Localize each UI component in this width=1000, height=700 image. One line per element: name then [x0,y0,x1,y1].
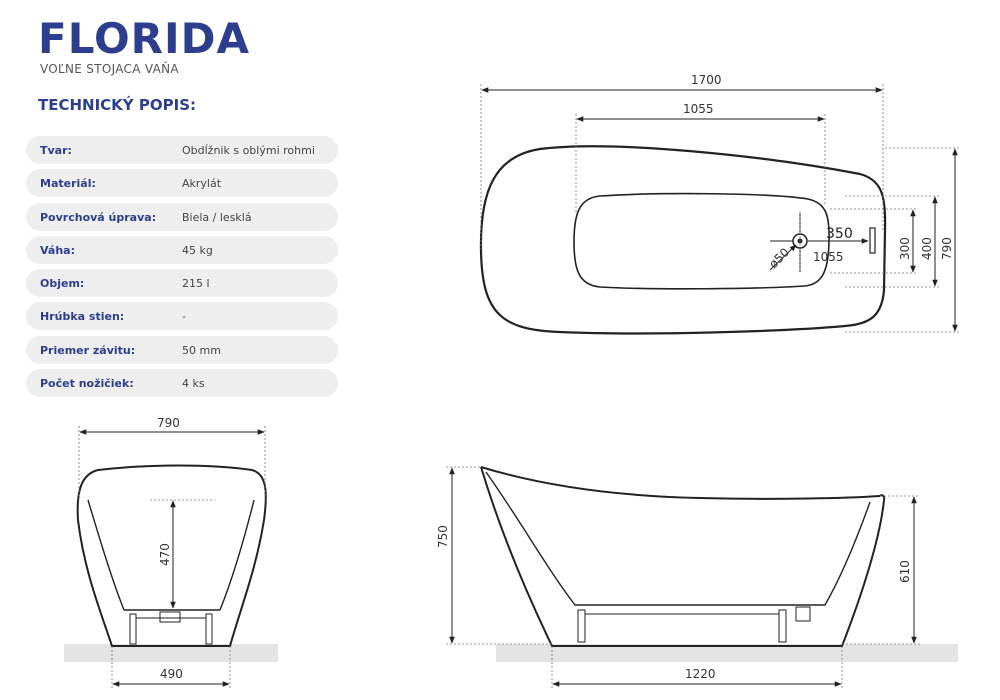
dim-top-inner-length: 1055 [683,102,714,116]
side-floor [496,644,958,662]
dim-mid-width: 400 [920,237,934,260]
spec-label: Váha: [40,243,75,257]
dim-top-total-length: 1700 [691,73,722,87]
dim-side-height: 750 [436,525,450,548]
spec-value: 215 l [182,277,210,291]
front-view: 790 470 490 [64,416,278,690]
front-floor [64,644,278,662]
spec-row-weight: Váha: 45 kg [26,235,338,264]
spec-label: Tvar: [40,144,72,157]
spec-label: Priemer závitu: [40,343,136,357]
spec-table: Tvar: Obdĺžnik s oblými rohmi Materiál: … [26,136,338,402]
dim-side-low-height: 610 [898,560,912,583]
top-view-outer-outline [479,145,887,335]
spec-value: 45 kg [182,243,213,257]
side-view: 750 610 1220 [436,466,958,690]
spec-value: Akrylát [182,177,222,191]
spec-label: Hrúbka stien: [40,310,125,324]
dim-drain-offset: 350 [826,226,853,242]
spec-row-thread: Priemer závitu: 50 mm [26,335,338,364]
dim-front-width: 790 [157,416,180,430]
spec-label: Počet nožičiek: [40,377,134,391]
dim-drain-inner: 1055 [813,250,844,264]
spec-row-volume: Objem: 215 l [26,269,338,298]
dim-side-base: 1220 [685,667,716,681]
spec-label: Objem: [40,277,85,291]
dim-front-depth: 470 [158,543,172,566]
spec-row-legs: Počet nožičiek: 4 ks [26,369,338,398]
top-view: 1700 1055 350 1055 ø50 300 400 790 [479,73,960,335]
top-view-inner-outline [573,192,830,290]
product-title: FLORIDA [38,14,250,63]
spec-value: Obdĺžnik s oblými rohmi [182,144,315,157]
dim-drain-diameter: ø50 [766,245,792,271]
dim-inner-width: 300 [898,237,912,260]
spec-value: 4 ks [182,377,205,391]
spec-value: 50 mm [182,343,221,357]
dim-total-width: 790 [940,237,954,260]
spec-value: Biela / lesklá [182,210,252,224]
spec-value: - [182,310,186,324]
spec-row-shape: Tvar: Obdĺžnik s oblými rohmi [26,136,338,164]
spec-row-material: Materiál: Akrylát [26,169,338,198]
spec-row-wall-thickness: Hrúbka stien: - [26,302,338,331]
spec-row-finish: Povrchová úprava: Biela / lesklá [26,202,338,231]
spec-label: Materiál: [40,177,96,191]
front-view-outer-outline [76,464,267,647]
side-view-outer-outline [480,466,886,647]
spec-label: Povrchová úprava: [40,210,157,224]
product-subtitle: VOĽNE STOJACA VAŇA [40,62,179,76]
section-title: TECHNICKÝ POPIS: [38,96,197,114]
dim-front-base: 490 [160,667,183,681]
